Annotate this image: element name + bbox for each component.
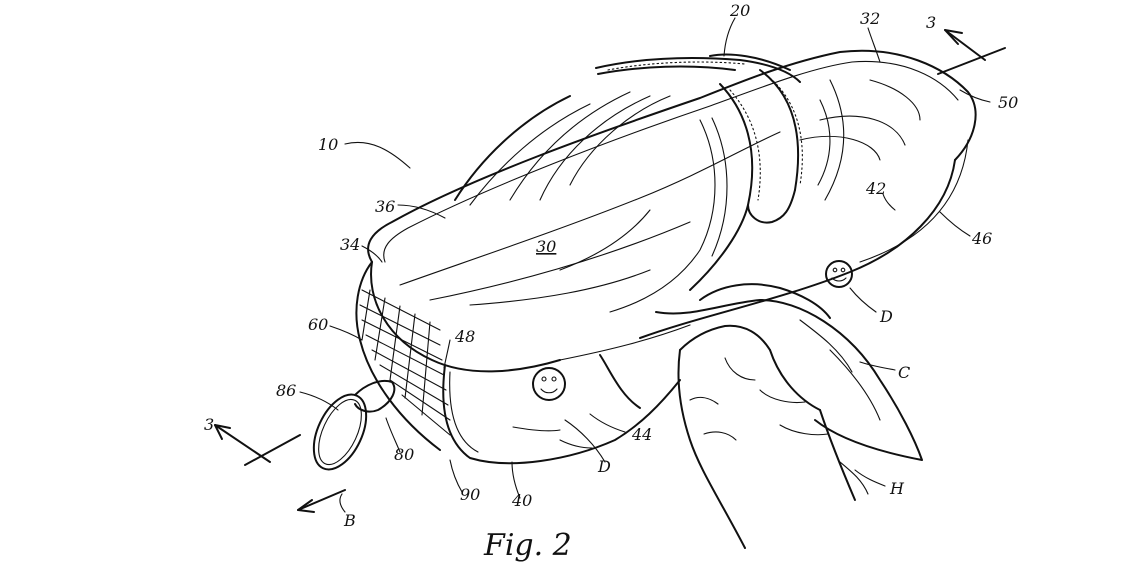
direction-arrow-b [297, 489, 346, 513]
label-46: 46 [971, 229, 992, 248]
label-3-top: 3 [926, 13, 936, 32]
label-40: 40 [511, 491, 532, 510]
leader-lines [299, 17, 991, 513]
hatched-pad [359, 289, 451, 436]
figure-caption: Fig. 2 [483, 528, 572, 563]
label-3-bottom: 3 [204, 415, 214, 434]
reference-labels: 20 32 3 50 10 36 34 30 42 46 60 48 D C 8… [204, 1, 1018, 530]
label-48: 48 [454, 327, 475, 346]
label-b: B [343, 511, 356, 530]
label-30: 30 [536, 237, 556, 256]
label-44: 44 [631, 425, 652, 444]
label-36: 36 [375, 197, 395, 216]
ventilation-hole-left [532, 367, 566, 401]
section-arrow-top-right [937, 29, 1006, 75]
hand-with-cloth [655, 283, 923, 549]
label-86: 86 [276, 381, 296, 400]
label-h: H [889, 479, 905, 498]
shoe-illustration [312, 49, 977, 471]
label-20: 20 [729, 1, 750, 20]
label-42: 42 [865, 179, 886, 198]
label-80: 80 [394, 445, 414, 464]
label-34: 34 [340, 235, 360, 254]
label-90: 90 [460, 485, 480, 504]
label-d-right: D [879, 307, 893, 326]
ventilation-hole-right [825, 260, 853, 288]
label-10: 10 [318, 135, 338, 154]
label-60: 60 [308, 315, 328, 334]
label-32: 32 [860, 9, 880, 28]
label-d-left: D [597, 457, 611, 476]
label-c: C [898, 363, 910, 382]
label-50: 50 [998, 93, 1018, 112]
key-ring [312, 379, 396, 471]
section-arrow-bottom-left [214, 424, 301, 466]
